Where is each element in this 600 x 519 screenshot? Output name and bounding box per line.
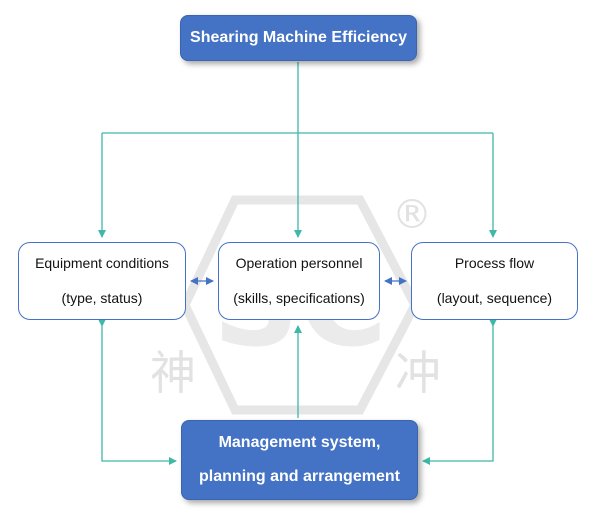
bottom-connectors — [98, 319, 497, 465]
node-management-detail: planning and arrangement — [199, 468, 400, 485]
node-process-title: Process flow — [454, 255, 535, 271]
node-equipment-conditions: Equipment conditions (type, status) — [18, 242, 186, 320]
node-equipment-title: Equipment conditions — [35, 255, 169, 271]
node-management-system: Management system, planning and arrangem… — [181, 420, 418, 500]
node-process-flow: Process flow (layout, sequence) — [411, 242, 578, 320]
watermark-char-right: 冲 — [395, 346, 441, 400]
node-title: Shearing Machine Efficiency — [190, 29, 407, 46]
watermark-char-left: 神 — [150, 346, 196, 400]
node-operation-detail: (skills, specifications) — [233, 290, 365, 306]
top-connectors — [98, 62, 497, 238]
node-equipment-detail: (type, status) — [61, 290, 143, 306]
node-management-title: Management system, — [218, 434, 381, 451]
node-operation-title: Operation personnel — [235, 255, 363, 271]
node-process-detail: (layout, sequence) — [436, 290, 553, 306]
node-shearing-machine-efficiency: Shearing Machine Efficiency — [180, 15, 417, 61]
watermark-registered-mark: ® — [392, 192, 432, 238]
node-operation-personnel: Operation personnel (skills, specificati… — [218, 242, 380, 320]
